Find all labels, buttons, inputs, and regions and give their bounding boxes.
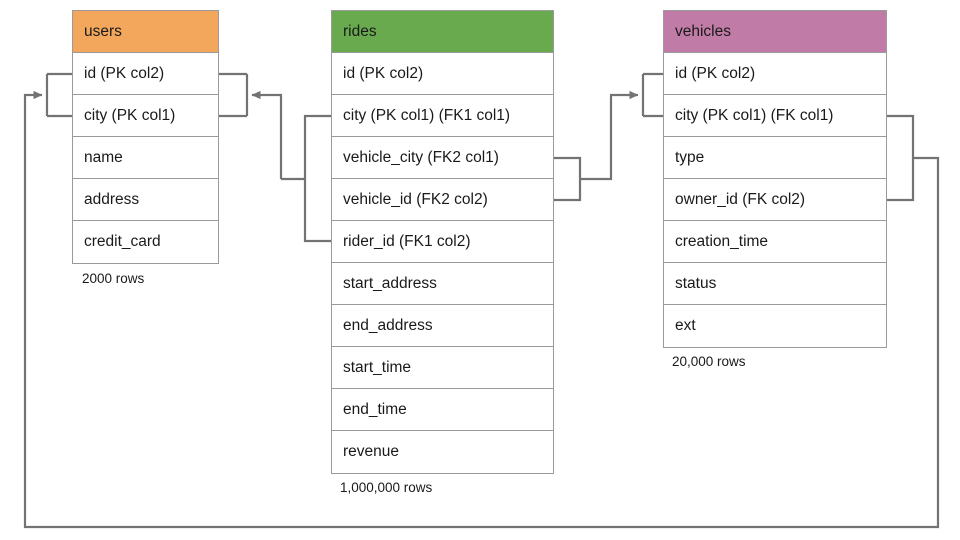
entity-rides-field-city[interactable]: city (PK col1) (FK1 col1): [332, 95, 553, 137]
entity-vehicles[interactable]: vehicles id (PK col2) city (PK col1) (FK…: [663, 10, 887, 348]
entity-users-field-name[interactable]: name: [73, 137, 218, 179]
entity-vehicles-row-count: 20,000 rows: [672, 354, 746, 369]
entity-vehicles-field-city[interactable]: city (PK col1) (FK col1): [664, 95, 886, 137]
entity-rides-field-vehicle-id[interactable]: vehicle_id (FK2 col2): [332, 179, 553, 221]
entity-vehicles-field-owner-id[interactable]: owner_id (FK col2): [664, 179, 886, 221]
entity-rides-field-id[interactable]: id (PK col2): [332, 53, 553, 95]
entity-users-field-id[interactable]: id (PK col2): [73, 53, 218, 95]
entity-rides-field-vehicle-city[interactable]: vehicle_city (FK2 col1): [332, 137, 553, 179]
entity-vehicles-title: vehicles: [664, 11, 886, 53]
entity-rides-title: rides: [332, 11, 553, 53]
entity-vehicles-field-ext[interactable]: ext: [664, 305, 886, 347]
entity-users-field-city[interactable]: city (PK col1): [73, 95, 218, 137]
entity-vehicles-field-id[interactable]: id (PK col2): [664, 53, 886, 95]
entity-users-title: users: [73, 11, 218, 53]
entity-vehicles-field-status[interactable]: status: [664, 263, 886, 305]
entity-rides-field-start-address[interactable]: start_address: [332, 263, 553, 305]
entity-vehicles-field-creation-time[interactable]: creation_time: [664, 221, 886, 263]
entity-rides-field-rider-id[interactable]: rider_id (FK1 col2): [332, 221, 553, 263]
entity-users[interactable]: users id (PK col2) city (PK col1) name a…: [72, 10, 219, 264]
entity-users-row-count: 2000 rows: [82, 271, 145, 286]
connector-rides-fk2-vehicles: [554, 72, 663, 202]
entity-rides-row-count: 1,000,000 rows: [340, 480, 433, 495]
entity-rides[interactable]: rides id (PK col2) city (PK col1) (FK1 c…: [331, 10, 554, 474]
entity-vehicles-field-type[interactable]: type: [664, 137, 886, 179]
entity-rides-field-end-time[interactable]: end_time: [332, 389, 553, 431]
entity-users-field-credit-card[interactable]: credit_card: [73, 221, 218, 263]
entity-rides-field-start-time[interactable]: start_time: [332, 347, 553, 389]
entity-rides-field-revenue[interactable]: revenue: [332, 431, 553, 473]
connector-rides-fk1-users: [219, 72, 331, 243]
entity-users-field-address[interactable]: address: [73, 179, 218, 221]
entity-rides-field-end-address[interactable]: end_address: [332, 305, 553, 347]
